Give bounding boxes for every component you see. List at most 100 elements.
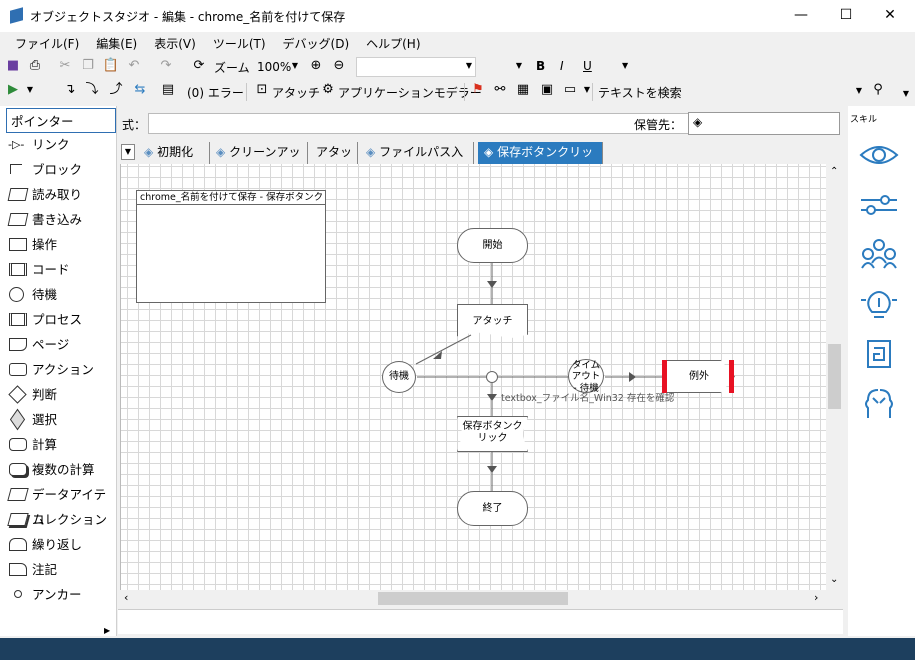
page-tabs: ▼ ◈ 初期化 ◈ クリーンアップ アタッチ ◈ ファイルパス入力 ◈ 保存ボタ… — [118, 142, 846, 180]
tool-page[interactable]: ページ — [6, 332, 116, 357]
menu-file[interactable]: ファイル(F) — [15, 37, 80, 51]
undo-icon[interactable]: ↶ — [128, 58, 140, 73]
vertical-scroll-thumb[interactable] — [828, 344, 841, 409]
menu-view[interactable]: 表示(V) — [154, 37, 196, 51]
cut-icon[interactable]: ✂ — [59, 58, 71, 73]
tab-cleanup[interactable]: ◈ クリーンアップ — [212, 142, 308, 180]
formula-bar: 式： ▦ 保管先： ◈ — [118, 110, 848, 136]
tool-wait[interactable]: 待機 — [6, 282, 116, 307]
tool-note[interactable]: 注記 — [6, 557, 116, 582]
tool-read[interactable]: 読み取り — [6, 182, 116, 207]
attach-stage[interactable]: アタッチ — [457, 304, 528, 339]
window-title: オブジェクトスタジオ - 編集 - chrome_名前を付けて保存 — [30, 10, 346, 24]
block-stage[interactable]: chrome_名前を付けて保存 - 保存ボタンク — [136, 190, 326, 303]
run-dropdown-icon[interactable]: ▼ — [26, 85, 34, 94]
zoom-in-icon[interactable]: ⊕ — [310, 58, 322, 73]
people-icon[interactable] — [859, 236, 899, 270]
menu-debug[interactable]: デバッグ(D) — [282, 37, 350, 51]
tool-block[interactable]: ブロック — [6, 157, 116, 182]
watch-icon[interactable]: ⚯ — [494, 82, 506, 97]
bold-button[interactable]: B — [536, 59, 546, 73]
tool-multi-calc[interactable]: 複数の計算 — [6, 457, 116, 482]
tool-data-item[interactable]: データアイテム — [6, 482, 116, 527]
redo-icon[interactable]: ↷ — [160, 58, 172, 73]
binoculars-icon[interactable]: ⚲ — [873, 82, 883, 97]
wait-stage[interactable]: 待機 — [382, 361, 416, 393]
paste-icon[interactable]: 📋 — [102, 58, 120, 73]
wait-condition-node[interactable] — [486, 371, 498, 383]
copy-icon[interactable]: ❐ — [82, 58, 94, 73]
step-icon[interactable]: ↴ — [64, 82, 76, 97]
tab-initialize[interactable]: ◈ 初期化 — [140, 142, 210, 164]
tool-code[interactable]: コード — [6, 257, 116, 282]
slider-icon[interactable] — [859, 190, 899, 220]
tab-save-button-click[interactable]: ◈ 保存ボタンクリック — [478, 142, 603, 180]
tool-decision[interactable]: 判断 — [6, 382, 116, 407]
block-title: chrome_名前を付けて保存 - 保存ボタンク — [137, 191, 325, 205]
navigate-stage[interactable]: 保存ボタンクリック — [457, 416, 528, 452]
exception-stage[interactable]: 例外 — [663, 360, 735, 393]
reset-icon[interactable]: ⇆ — [134, 82, 146, 97]
layout-dropdown-icon[interactable]: ▼ — [583, 85, 591, 94]
menu-edit[interactable]: 編集(E) — [96, 37, 138, 51]
step-out-icon[interactable]: ⤴ — [109, 82, 123, 97]
horizontal-scrollbar[interactable]: ‹ › — [120, 590, 826, 607]
tool-navigate[interactable]: 操作 — [6, 232, 116, 257]
vertical-scrollbar[interactable]: ⌃ ⌄ — [826, 164, 843, 590]
font-select[interactable]: ▼ — [356, 57, 476, 77]
attach-icon[interactable]: ⊡ — [256, 82, 268, 97]
eye-icon[interactable] — [859, 140, 899, 170]
horizontal-scroll-thumb[interactable] — [378, 592, 568, 605]
tool-write[interactable]: 書き込み — [6, 207, 116, 232]
color-dropdown-icon[interactable]: ▼ — [622, 61, 629, 70]
end-stage[interactable]: 終了 — [457, 491, 528, 526]
refresh-icon[interactable]: ⟳ — [193, 58, 205, 73]
font-size-select[interactable]: ▼ — [515, 61, 522, 70]
breakpoint-icon[interactable]: ⚑ — [472, 82, 484, 97]
tab-file-path[interactable]: ◈ ファイルパス入力 — [360, 142, 474, 180]
toolbox-expand-icon[interactable]: ▶ — [104, 626, 111, 635]
attach-button[interactable]: アタッチ — [272, 86, 321, 100]
panel-icon[interactable]: ▣ — [540, 82, 554, 97]
tab-attach[interactable]: アタッチ — [310, 142, 358, 180]
step-over-icon[interactable]: ⤵ — [85, 82, 99, 97]
tool-action[interactable]: アクション — [6, 357, 116, 382]
start-stage[interactable]: 開始 — [457, 228, 528, 263]
lightbulb-icon[interactable] — [859, 286, 899, 322]
page-icon: ◈ — [484, 145, 494, 159]
zoom-select[interactable]: 100%▼ — [257, 60, 298, 74]
error-count[interactable]: (0) エラー — [187, 86, 244, 100]
timeout-stage[interactable]: タイムアウト - 待機 — [568, 359, 604, 394]
tool-loop[interactable]: 繰り返し — [6, 532, 116, 557]
document-icon[interactable] — [863, 338, 895, 370]
grid-icon[interactable]: ▦ — [516, 82, 530, 97]
search-input[interactable]: ▼ — [855, 86, 862, 95]
maximize-button[interactable]: ☐ — [839, 7, 853, 23]
tool-calculation[interactable]: 計算 — [6, 432, 116, 457]
underline-button[interactable]: U — [583, 59, 592, 73]
overflow-icon[interactable]: ▼ — [902, 89, 910, 98]
zoom-out-icon[interactable]: ⊖ — [333, 58, 345, 73]
print-icon[interactable]: ⎙ — [29, 58, 41, 73]
tool-pointer[interactable]: ポインター — [6, 108, 116, 133]
tool-link[interactable]: -▷-リンク — [8, 137, 70, 152]
app-modeler-icon[interactable]: ⚙ — [322, 82, 334, 97]
layout-icon[interactable]: ▭ — [563, 82, 577, 97]
store-input[interactable]: ◈ — [688, 112, 840, 135]
italic-button[interactable]: I — [560, 59, 564, 73]
minimize-button[interactable]: — — [794, 7, 808, 23]
process-canvas[interactable]: chrome_名前を付けて保存 - 保存ボタンク 開始 アタッチ 待機 タイムア… — [120, 164, 826, 590]
close-button[interactable]: ✕ — [884, 7, 896, 23]
validate-icon[interactable]: ▤ — [161, 82, 175, 97]
save-icon[interactable]: ■ — [6, 58, 20, 73]
tabs-dropdown-icon[interactable]: ▼ — [121, 144, 135, 160]
tool-choice[interactable]: 選択 — [6, 407, 116, 432]
tool-process[interactable]: プロセス — [6, 307, 116, 332]
tool-collection[interactable]: コレクション — [6, 507, 116, 532]
run-icon[interactable]: ▶ — [8, 82, 18, 97]
menu-tools[interactable]: ツール(T) — [212, 37, 266, 51]
brain-icon[interactable] — [861, 386, 897, 422]
tool-anchor[interactable]: アンカー — [6, 582, 116, 607]
app-modeler-button[interactable]: アプリケーションモデラー — [338, 86, 482, 100]
menu-help[interactable]: ヘルプ(H) — [366, 37, 421, 51]
